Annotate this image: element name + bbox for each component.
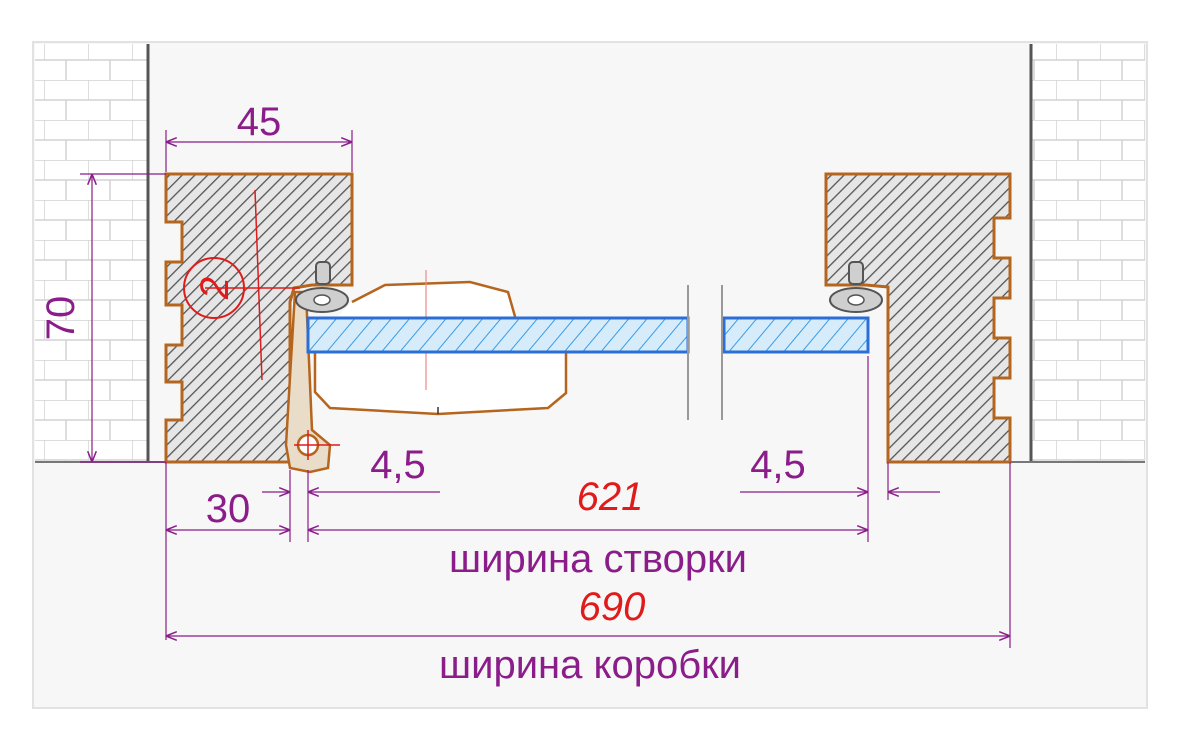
dim-gap-right-value: 4,5 [750,443,806,487]
callout-marker: 2 [183,189,300,381]
wall-left [35,44,166,463]
dim-gap-right: 4,5 [740,356,940,542]
right-frame-profile [824,172,1012,464]
seal-left [295,261,349,313]
dim-gap-left: 4,5 [307,443,440,542]
dim-frame-height: 70 [39,173,166,463]
dim-frame-width-value: 690 [579,585,646,629]
dim-frame-depth-value: 45 [237,100,282,144]
dim-sash-width-label: ширина створки [449,537,747,581]
dim-hinge-offset: 30 [165,462,291,640]
dim-sash-width: 621 ширина створки [308,475,868,581]
dim-frame-width: 690 ширина коробки [166,462,1011,687]
dim-frame-depth: 45 [165,100,353,172]
dim-sash-width-value: 621 [577,475,644,519]
dim-hinge-offset-value: 30 [206,487,251,531]
wall-right [1010,44,1145,463]
sash-glass-panel [306,285,870,420]
dim-frame-width-label: ширина коробки [439,643,741,687]
callout-number: 2 [193,277,237,300]
seal-right [829,261,883,313]
dim-gap-left-value: 4,5 [370,443,426,487]
dim-frame-height-value: 70 [39,296,83,341]
